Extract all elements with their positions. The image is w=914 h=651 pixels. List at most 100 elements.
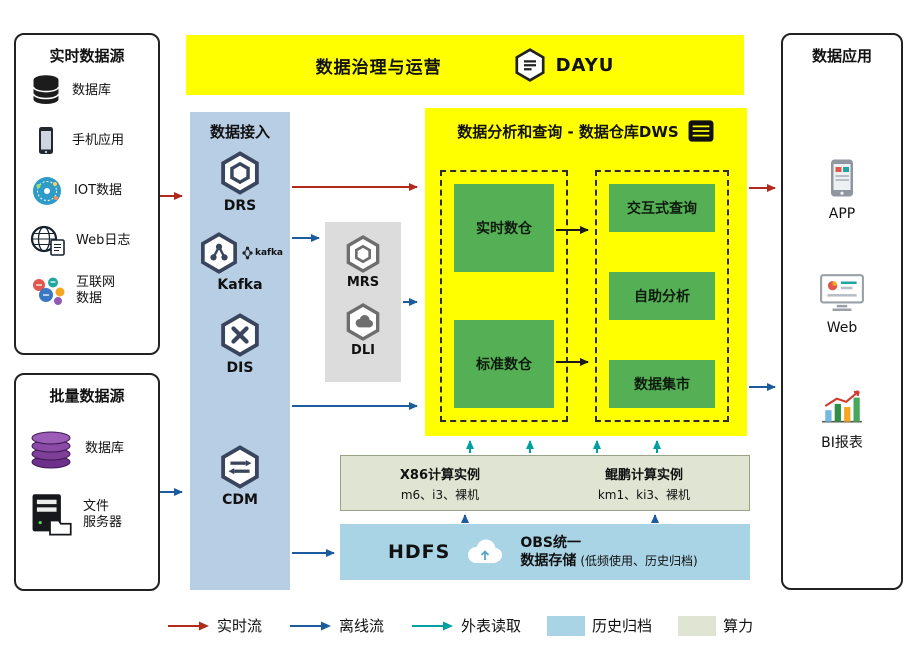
web-monitor-icon <box>820 274 864 311</box>
legend-compute: 算力 <box>678 615 753 636</box>
middleware-panel: MRS DLI <box>325 222 401 382</box>
legend-label: 外表读取 <box>461 617 522 635</box>
module-realtime-warehouse: 实时数仓 <box>454 184 554 272</box>
service-mrs: MRS <box>343 234 383 290</box>
bi-chart-icon <box>822 390 862 423</box>
service-drs: DRS <box>190 150 290 214</box>
warehouse-group: 实时数仓 标准数仓 <box>440 170 568 422</box>
kafka-hexagon-icon <box>201 232 237 274</box>
app-item-app: APP <box>783 157 901 222</box>
module-self-analysis: 自助分析 <box>609 272 715 320</box>
kunpeng-title: 鲲鹏计算实例 <box>604 467 683 483</box>
dws-title-row: 数据分析和查询 - 数据仓库DWS <box>425 108 747 143</box>
governance-bar: 数据治理与运营 DAYU <box>186 35 744 95</box>
kafka-logo-text: kafka <box>254 248 284 258</box>
applications-title: 数据应用 <box>811 47 872 65</box>
file-server-icon <box>32 494 72 536</box>
applications-panel: 数据应用 APP Web <box>781 33 903 590</box>
source-item-weblog: Web日志 <box>16 216 158 266</box>
cdm-hexagon-icon <box>221 445 259 489</box>
ingestion-panel: 数据接入 DRS <box>190 112 290 590</box>
source-item-file-server: 文件 服务器 <box>16 492 158 538</box>
legend-label: 实时流 <box>217 617 263 635</box>
realtime-sources-title: 实时数据源 <box>49 47 125 65</box>
service-label: Kafka <box>217 277 263 293</box>
weblog-globe-icon <box>30 225 65 256</box>
service-label: CDM <box>222 492 258 508</box>
source-label: Web日志 <box>76 232 131 248</box>
x86-title: X86计算实例 <box>399 467 481 483</box>
legend-offline: 离线流 <box>288 615 384 636</box>
obs-line1: OBS统一 <box>520 534 581 551</box>
compute-swatch <box>678 615 717 636</box>
source-item-mobile-app: 手机应用 <box>16 116 158 166</box>
service-label: DIS <box>226 360 254 376</box>
x86-spec: m6、i3、裸机 <box>400 487 480 502</box>
app-phone-icon <box>831 159 853 197</box>
source-label: 互联网 数据 <box>76 274 116 306</box>
external-read-arrows <box>466 440 661 453</box>
obs-cloud-icon <box>468 539 503 563</box>
batch-sources-panel: 批量数据源 数据库 文件 服务器 <box>14 373 160 591</box>
batch-database-icon <box>31 431 71 469</box>
phone-icon <box>39 127 53 154</box>
service-label: DRS <box>223 198 257 214</box>
governance-title: 数据治理与运营 <box>315 57 442 78</box>
legend-label: 算力 <box>723 617 754 635</box>
app-label: BI报表 <box>821 435 863 451</box>
service-cdm: CDM <box>190 444 290 508</box>
realtime-arrow-icon <box>168 621 209 630</box>
kafka-logo-group: kafka <box>242 246 283 260</box>
app-item-web: Web <box>783 273 901 336</box>
module-data-mart: 数据集市 <box>609 360 715 408</box>
iot-icon <box>33 177 61 205</box>
legend-external: 外表读取 <box>410 615 521 636</box>
app-label: Web <box>826 320 858 336</box>
service-dis: DIS <box>190 312 290 376</box>
drs-hexagon-icon <box>221 151 259 195</box>
compute-bar: X86计算实例 m6、i3、裸机 鲲鹏计算实例 km1、ki3、裸机 <box>340 455 750 511</box>
dis-hexagon-icon <box>221 313 259 357</box>
module-standard-warehouse: 标准数仓 <box>454 320 554 408</box>
dayu-brand: DAYU <box>512 47 615 83</box>
ingestion-title: 数据接入 <box>209 123 270 141</box>
analysis-group: 交互式查询 自助分析 数据集市 <box>595 170 729 422</box>
storage-bar: HDFS OBS统一 数据存储(低频使用、历史归档) <box>340 524 750 580</box>
source-item-internet: 互联网 数据 <box>16 266 158 316</box>
offline-arrow-icon <box>290 621 332 630</box>
archive-swatch <box>547 615 586 636</box>
service-label: MRS <box>346 275 380 290</box>
source-item-batch-database: 数据库 <box>16 426 158 472</box>
warehouse-icon <box>688 120 714 142</box>
legend-realtime: 实时流 <box>166 615 262 636</box>
x86-compute-group: X86计算实例 m6、i3、裸机 <box>400 464 480 503</box>
service-dli: DLI <box>343 302 383 358</box>
obs-note: (低频使用、历史归档) <box>580 554 698 568</box>
realtime-sources-panel: 实时数据源 数据库 手机应用 <box>14 33 160 355</box>
module-interactive-query: 交互式查询 <box>609 184 715 232</box>
dws-title: 数据分析和查询 - 数据仓库DWS <box>457 122 679 141</box>
hdfs-label: HDFS <box>388 541 451 563</box>
legend-label: 历史归档 <box>592 617 653 635</box>
database-icon <box>32 75 60 105</box>
source-label: 文件 服务器 <box>83 498 123 530</box>
obs-line2: 数据存储 <box>520 553 577 569</box>
app-item-bi: BI报表 <box>783 387 901 452</box>
dayu-label: DAYU <box>555 54 615 76</box>
mrs-hexagon-icon <box>346 235 380 273</box>
dayu-icon <box>515 48 545 82</box>
dli-hexagon-icon <box>346 303 380 341</box>
dws-panel: 数据分析和查询 - 数据仓库DWS 实时数仓 标准数仓 交互式查询 自助分析 数… <box>425 108 747 436</box>
service-label: DLI <box>351 343 375 358</box>
legend-label: 离线流 <box>339 617 385 635</box>
kafka-logo-icon <box>242 246 253 260</box>
source-label: 数据库 <box>72 82 112 98</box>
batch-sources-title: 批量数据源 <box>49 387 125 405</box>
source-item-database: 数据库 <box>16 66 158 116</box>
source-label: 手机应用 <box>72 132 125 148</box>
service-kafka: kafka Kafka <box>190 231 290 293</box>
external-read-arrow-icon <box>412 621 454 630</box>
source-label: IOT数据 <box>74 182 123 198</box>
kunpeng-compute-group: 鲲鹏计算实例 km1、ki3、裸机 <box>598 464 690 503</box>
